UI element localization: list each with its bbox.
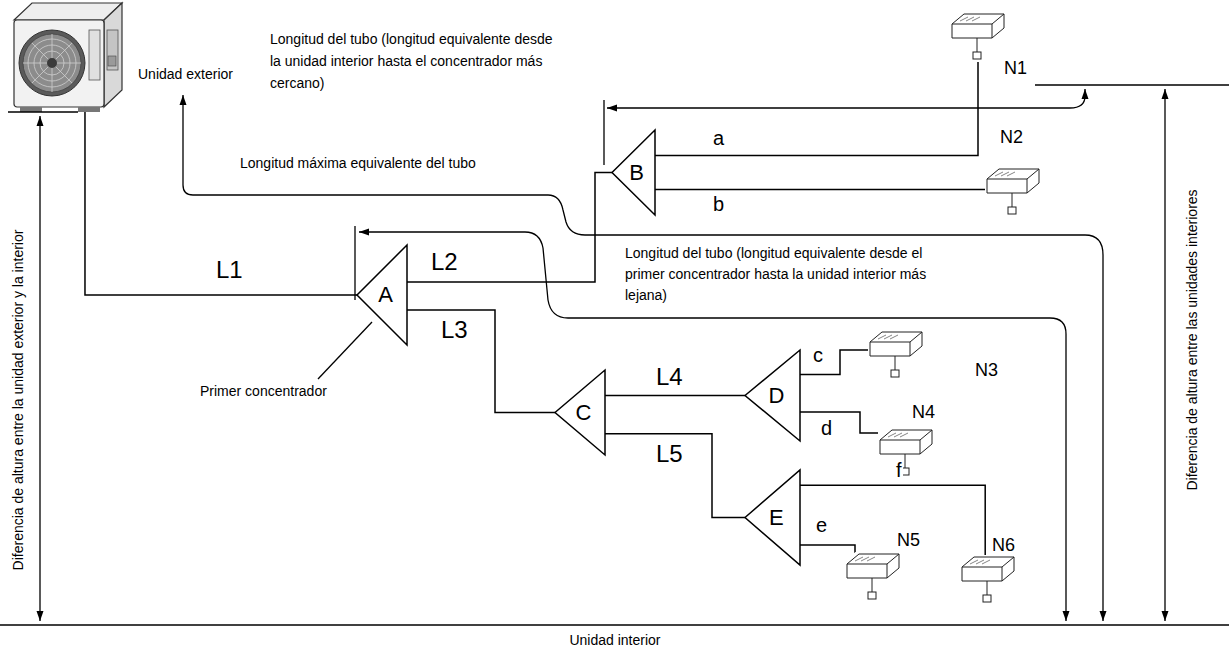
leader-arrow xyxy=(183,95,1103,621)
pipe-line xyxy=(407,173,612,283)
branch-joint: A xyxy=(357,245,407,345)
pipe-line xyxy=(800,545,855,552)
callout-text: Longitud del tubo (longitud equivalente … xyxy=(625,243,965,306)
dimension-tick xyxy=(8,111,78,112)
indoor-unit: N4 xyxy=(878,428,934,478)
joint-letter: E xyxy=(745,470,800,565)
joint-letter: A xyxy=(357,245,407,345)
pipe-label: e xyxy=(815,515,828,535)
unit-number: N1 xyxy=(1004,58,1027,79)
dimension-label: Diferencia de altura entre la unidad ext… xyxy=(10,230,27,571)
indoor-unit: N6 xyxy=(960,555,1016,605)
floor-label: Unidad interior xyxy=(569,632,660,649)
branch-joint: B xyxy=(612,130,655,215)
indoor-unit-icon xyxy=(878,428,934,478)
callout-text: Longitud del tubo (longitud equivalente … xyxy=(270,28,560,94)
pipe-line xyxy=(407,310,555,413)
indoor-unit: N5 xyxy=(845,552,901,602)
indoor-unit-icon xyxy=(960,555,1016,605)
branch-joint: D xyxy=(745,350,800,441)
pipe-label: a xyxy=(712,128,725,148)
pipe-line xyxy=(85,112,357,295)
pipe-label: d xyxy=(820,418,833,438)
pipe-line xyxy=(800,485,985,555)
joint-letter: C xyxy=(555,370,605,455)
unit-number: N4 xyxy=(912,402,935,423)
pipe-label: L1 xyxy=(215,258,244,282)
pipe-line xyxy=(655,189,985,191)
pipe-label: f xyxy=(895,460,903,480)
dimension-arrow xyxy=(39,116,40,621)
floor-line xyxy=(0,624,1229,625)
leader-arrow xyxy=(607,89,1085,108)
callout-text: Longitud máxima equivalente del tubo xyxy=(240,155,476,172)
joint-letter: B xyxy=(612,130,655,215)
indoor-unit: N3 xyxy=(868,330,924,380)
pipe-line xyxy=(800,350,868,375)
indoor-unit-icon xyxy=(950,12,1006,62)
indoor-unit-icon xyxy=(868,330,924,380)
leader-line xyxy=(318,322,372,379)
joint-letter: D xyxy=(745,350,800,441)
indoor-unit: N2 xyxy=(985,167,1041,217)
unit-label: Unidad exterior xyxy=(138,66,233,82)
dimension-tick xyxy=(1035,84,1229,85)
branch-joint: E xyxy=(745,470,800,565)
pipe-line xyxy=(800,412,878,433)
pipe-line xyxy=(605,395,745,397)
pipe-line xyxy=(655,62,978,156)
pipe-label: L4 xyxy=(655,365,684,389)
unit-number: N5 xyxy=(897,530,920,551)
indoor-unit-icon xyxy=(985,167,1041,217)
pipe-label: b xyxy=(712,194,725,214)
unit-number: N6 xyxy=(992,535,1015,556)
pipe-line xyxy=(605,434,745,518)
indoor-unit-icon xyxy=(845,552,901,602)
indoor-unit: N1 xyxy=(950,12,1006,62)
pipe-label: L2 xyxy=(430,250,459,274)
leader-arrow xyxy=(359,232,1066,621)
unit-number: N3 xyxy=(975,360,998,381)
pipe-label: L3 xyxy=(440,318,469,342)
callout-text: Primer concentrador xyxy=(200,383,327,400)
dimension-tick xyxy=(603,100,604,165)
pipe-label: L5 xyxy=(655,442,684,466)
branch-joint: C xyxy=(555,370,605,455)
dimension-arrow xyxy=(1164,89,1165,621)
dimension-tick xyxy=(354,226,355,300)
outdoor-unit: Unidad exterior xyxy=(10,0,125,112)
unit-number: N2 xyxy=(1000,127,1023,148)
outdoor-unit-drawing xyxy=(14,3,122,112)
dimension-label: Diferencia de altura entre las unidades … xyxy=(1184,189,1201,490)
pipe-label: c xyxy=(812,345,824,365)
